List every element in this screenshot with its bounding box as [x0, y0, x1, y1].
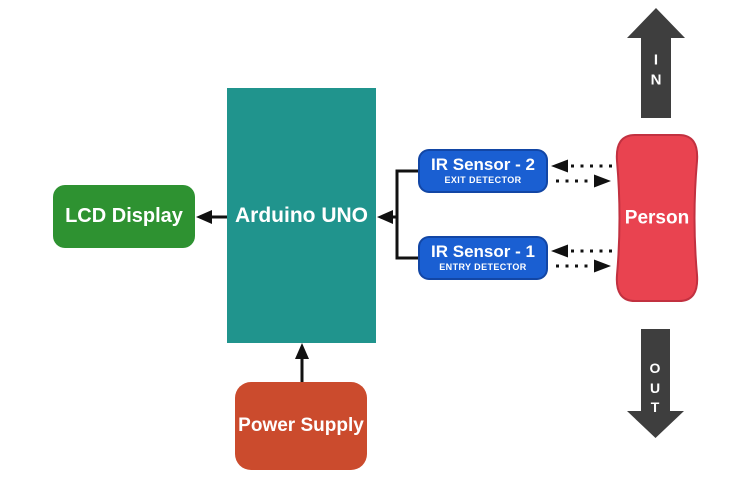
ir-sensor-1-label: IR Sensor - 1	[431, 242, 535, 262]
person-node: Person	[611, 132, 703, 309]
power-supply-label: Power Supply	[238, 415, 364, 436]
out-letter-3: T	[651, 399, 660, 415]
in-letter-1: I	[654, 52, 658, 69]
ir-sensor-2-label: IR Sensor - 2	[431, 155, 535, 175]
person-label: Person	[625, 208, 689, 229]
dotted-arrow-sensor2-to-person	[556, 174, 611, 188]
person-shape: Person	[615, 134, 699, 302]
in-flow-arrow: I N	[627, 8, 685, 118]
arrow-arduino-to-lcd	[196, 210, 227, 224]
dotted-arrow-person-to-sensor2	[551, 159, 612, 173]
ir-sensor-2-sublabel: EXIT DETECTOR	[444, 175, 522, 186]
arduino-uno-node: Arduino UNO	[227, 88, 376, 343]
dotted-arrow-sensor1-to-person	[556, 259, 611, 273]
ir-sensor-1-node: IR Sensor - 1 ENTRY DETECTOR	[418, 236, 548, 280]
arduino-uno-label: Arduino UNO	[235, 203, 368, 227]
lcd-display-label: LCD Display	[65, 205, 183, 227]
out-letter-1: O	[650, 360, 661, 376]
arrow-sensors-to-arduino	[377, 169, 418, 260]
power-supply-node: Power Supply	[235, 382, 367, 470]
ir-sensor-1-sublabel: ENTRY DETECTOR	[439, 262, 527, 273]
out-flow-arrow: O U T	[627, 329, 684, 438]
in-letter-2: N	[651, 72, 662, 89]
arrow-power-to-arduino	[295, 343, 309, 382]
dotted-arrow-person-to-sensor1	[551, 244, 612, 258]
ir-sensor-2-node: IR Sensor - 2 EXIT DETECTOR	[418, 149, 548, 193]
out-letter-2: U	[650, 380, 660, 396]
lcd-display-node: LCD Display	[53, 185, 195, 248]
